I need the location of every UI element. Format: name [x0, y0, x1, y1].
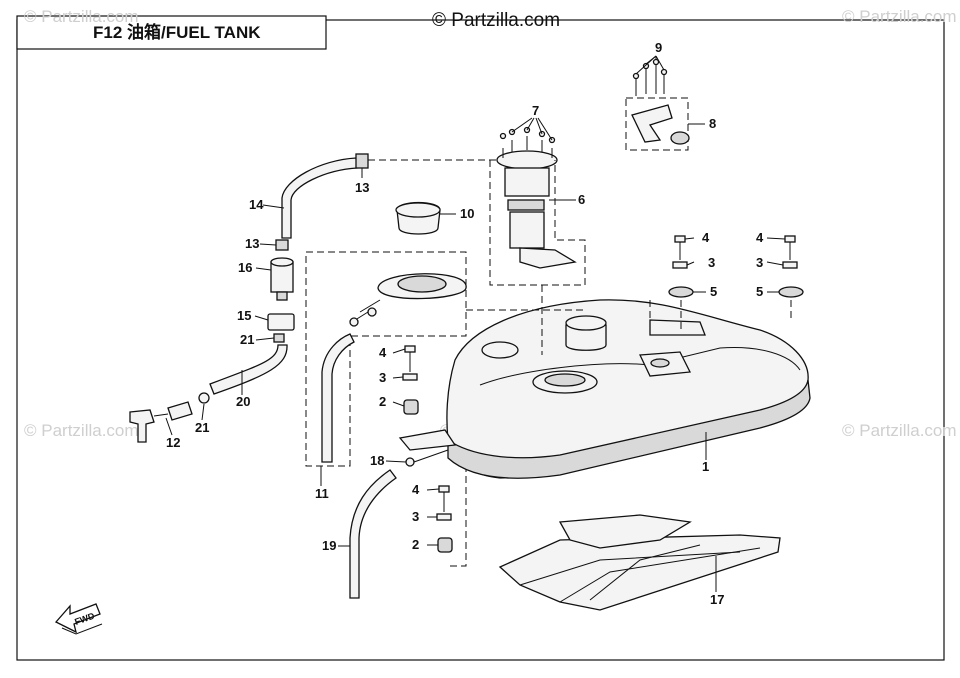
- callout-17: 17: [710, 592, 724, 607]
- callout-18: 18: [370, 453, 384, 468]
- callout-6: 6: [578, 192, 585, 207]
- watermark: © Partzilla.com: [24, 421, 139, 440]
- part-fuel-tank: [398, 299, 811, 479]
- callout-4: 4: [756, 230, 764, 245]
- part-mount-hardware-left-upper: [402, 345, 419, 415]
- callout-13: 13: [355, 180, 369, 195]
- callout-15: 15: [237, 308, 251, 323]
- callout-4: 4: [379, 345, 387, 360]
- callout-21: 21: [240, 332, 254, 347]
- part-fuel-filter: [267, 257, 295, 343]
- part-filler-flange: [349, 273, 467, 327]
- callout-7: 7: [532, 103, 539, 118]
- callout-16: 16: [238, 260, 252, 275]
- part-fuel-hose-lower: [129, 344, 288, 443]
- watermark: © Partzilla.com: [842, 421, 957, 440]
- callout-8: 8: [709, 116, 716, 131]
- callout-3: 3: [756, 255, 763, 270]
- part-mount-hardware-left-lower: [436, 470, 467, 567]
- callout-10: 10: [460, 206, 474, 221]
- callout-14: 14: [249, 197, 264, 212]
- callout-2: 2: [412, 537, 419, 552]
- callout-13: 13: [245, 236, 259, 251]
- part-vent-hose: [349, 449, 449, 599]
- callout-3: 3: [379, 370, 386, 385]
- callout-3: 3: [708, 255, 715, 270]
- part-mount-hardware-right-b: [778, 235, 804, 320]
- diagram-title: F12 油箱/FUEL TANK: [93, 22, 261, 42]
- part-fuel-hose-upper: [275, 153, 369, 251]
- callout-9: 9: [655, 40, 662, 55]
- part-sensor-bracket: [625, 58, 690, 151]
- callout-5: 5: [710, 284, 717, 299]
- part-fuel-cap: [395, 201, 441, 235]
- leader-lines: [165, 55, 786, 592]
- fwd-arrow-icon: FWD: [54, 603, 103, 635]
- callout-4: 4: [412, 482, 420, 497]
- callout-12: 12: [166, 435, 180, 450]
- callout-5: 5: [756, 284, 763, 299]
- part-fuel-pump: [489, 126, 586, 286]
- callout-4: 4: [702, 230, 710, 245]
- callout-1: 1: [702, 459, 709, 474]
- diagram-frame: [16, 19, 945, 661]
- watermark: © Partzilla.com: [24, 7, 139, 26]
- site-credit: © Partzilla.com: [432, 10, 560, 31]
- callout-3: 3: [412, 509, 419, 524]
- callout-11: 11: [315, 486, 329, 501]
- callout-20: 20: [236, 394, 250, 409]
- callout-21: 21: [195, 420, 209, 435]
- watermark: © Partzilla.com: [842, 7, 957, 26]
- part-skid-plate: [498, 514, 781, 611]
- title-box: [16, 15, 327, 50]
- callout-19: 19: [322, 538, 336, 553]
- callout-numbers: 1 2 2 3 3 3 3 4 4 4 4 5 5 6 7 8 9 10 11 …: [166, 40, 764, 607]
- callout-2: 2: [379, 394, 386, 409]
